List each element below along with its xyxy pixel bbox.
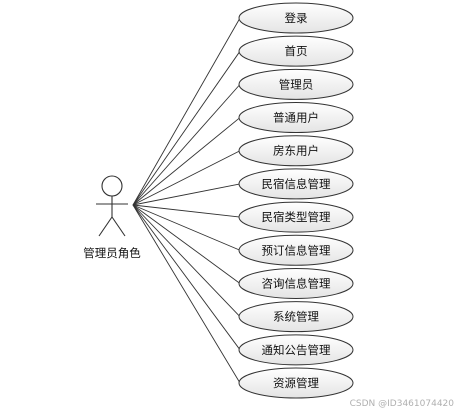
actor-head	[101, 175, 123, 197]
use-case-label: 民宿信息管理	[262, 177, 331, 191]
actor-right-leg	[111, 216, 126, 237]
association-line	[132, 204, 241, 251]
association-line	[132, 204, 241, 384]
use-case-ellipse	[238, 367, 354, 399]
use-case-item: 预订信息管理	[238, 234, 354, 266]
use-case-ellipse	[238, 168, 354, 200]
use-case-label: 普通用户	[273, 111, 319, 125]
association-line	[132, 17, 241, 206]
use-case-label: 民宿类型管理	[262, 210, 331, 224]
use-case-item: 通知公告管理	[238, 334, 354, 366]
use-case-label: 系统管理	[273, 310, 319, 324]
use-case-item: 登录	[238, 2, 354, 34]
association-line	[132, 204, 241, 317]
use-case-item: 民宿信息管理	[238, 168, 354, 200]
use-case-label: 房东用户	[273, 144, 319, 158]
association-line	[132, 150, 241, 206]
association-lines	[132, 17, 241, 384]
use-case-ellipse	[238, 267, 354, 299]
use-case-item: 首页	[238, 35, 354, 67]
use-case-item: 咨询信息管理	[238, 267, 354, 299]
association-line	[132, 204, 241, 284]
association-line	[132, 50, 241, 206]
use-case-ellipse	[238, 201, 354, 233]
association-line	[132, 204, 241, 351]
use-case-label: 预订信息管理	[262, 243, 331, 257]
watermark-text: CSDN @ID3461074420	[350, 399, 455, 409]
association-line	[132, 84, 241, 206]
use-case-item: 管理员	[238, 68, 354, 100]
use-case-label: 咨询信息管理	[262, 276, 331, 290]
actor-left-leg	[98, 216, 113, 237]
use-case-ellipse	[238, 68, 354, 100]
use-case-item: 民宿类型管理	[238, 201, 354, 233]
actor-label: 管理员角色	[83, 246, 141, 260]
use-case-ellipse	[238, 334, 354, 366]
use-case-ellipse	[238, 2, 354, 34]
use-case-ellipse	[238, 301, 354, 333]
use-case-ellipse	[238, 135, 354, 167]
use-case-label: 资源管理	[273, 376, 319, 390]
use-case-item: 资源管理	[238, 367, 354, 399]
use-case-label: 通知公告管理	[262, 343, 331, 357]
use-case-label: 管理员	[279, 77, 314, 91]
use-case-item: 房东用户	[238, 135, 354, 167]
association-line	[132, 183, 241, 206]
use-case-ellipse	[238, 102, 354, 134]
use-case-ellipse	[238, 35, 354, 67]
association-line	[132, 204, 241, 218]
use-case-item: 普通用户	[238, 102, 354, 134]
use-case-label: 登录	[285, 11, 308, 25]
actor-figure: 管理员角色	[83, 175, 141, 260]
association-line	[132, 117, 241, 206]
use-case-group: 登录首页管理员普通用户房东用户民宿信息管理民宿类型管理预订信息管理咨询信息管理系…	[238, 2, 354, 399]
use-case-ellipse	[238, 234, 354, 266]
use-case-label: 首页	[285, 44, 308, 58]
use-case-item: 系统管理	[238, 301, 354, 333]
